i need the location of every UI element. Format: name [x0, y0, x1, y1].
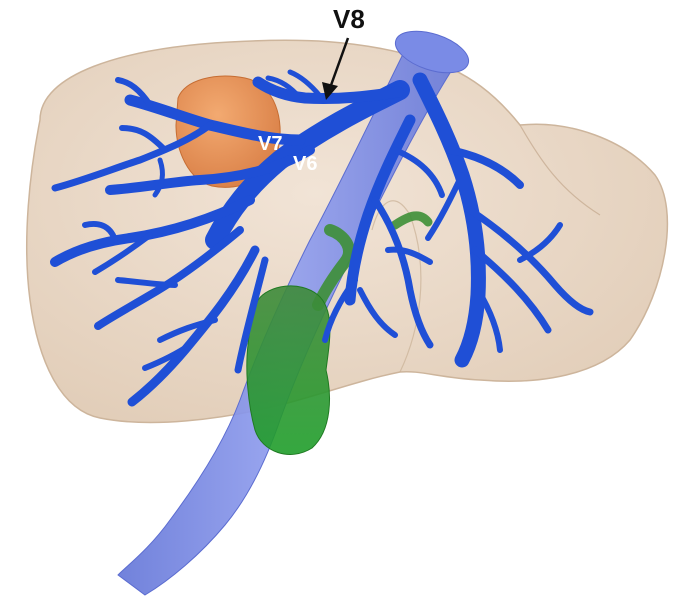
vein-branch-right-1: [446, 146, 524, 189]
v8-arrow-shaft: [328, 37, 350, 89]
vein-branch-right-2: [466, 206, 594, 316]
vein-branch-middle-3: [322, 277, 358, 343]
vein-branch-upper-left-4: [152, 157, 165, 198]
vein-branch-v8-2: [287, 69, 323, 99]
label-v7: V7: [258, 133, 282, 155]
vein-branch-mid-left-3: [82, 220, 118, 243]
vein-branch-mid-left-1: [50, 195, 255, 267]
vein-branch-middle-6: [392, 147, 445, 198]
vein-branch-middle-4: [357, 287, 398, 338]
vein-branch-upper-left-1: [51, 121, 214, 192]
gallbladder-duct: [312, 224, 355, 311]
vein-branch-mid-left-4: [94, 226, 244, 330]
vein-branch-mid-left-5: [115, 277, 178, 288]
vein-branch-middle-2: [371, 196, 434, 349]
gallbladder: [246, 211, 433, 455]
label-v6: V6: [293, 153, 317, 175]
vein-branch-mid-left-2: [92, 232, 153, 275]
vein-branch-right-5: [475, 287, 503, 353]
liver-lobe-line: [519, 124, 601, 216]
vein-branch-upper-left-3: [119, 125, 168, 153]
vein-branch-v8-1: [265, 75, 303, 101]
labels: V8 V7 V6: [258, 4, 365, 175]
vein-branch-right-3: [471, 246, 552, 334]
vein-branch-low-left-2: [157, 317, 218, 343]
ivc-top-opening: [394, 30, 470, 74]
vein-branch-right-4: [517, 222, 563, 263]
gallbladder-sac: [246, 285, 331, 455]
vein-branch-middle-1: [344, 114, 416, 306]
vein-branch-low-left-3: [142, 342, 193, 371]
vein-trunk-v6: [105, 145, 315, 195]
liver-inner-shadow: [371, 200, 422, 373]
gallbladder-duct-right: [390, 211, 433, 230]
label-v8: V8: [333, 4, 365, 34]
vein-branch-upper-left-2: [115, 77, 153, 108]
vein-branch-right-6: [425, 172, 465, 241]
vein-trunk-right: [412, 72, 486, 368]
vein-trunk-v8: [252, 76, 404, 105]
v8-arrow-head: [322, 82, 338, 100]
vein-branch-low-left-4: [234, 256, 269, 374]
vein-branch-middle-5: [385, 246, 433, 265]
hepatic-veins: [50, 69, 594, 407]
